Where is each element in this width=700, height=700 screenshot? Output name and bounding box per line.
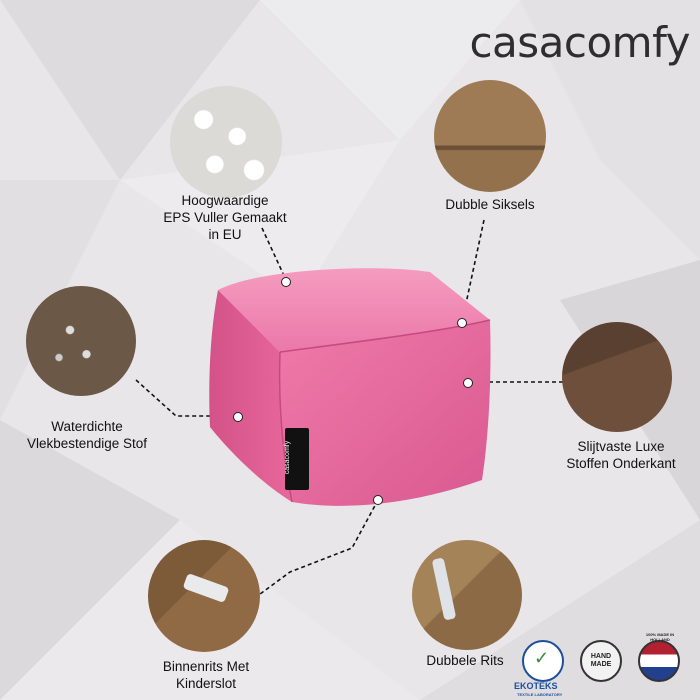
connector-dot-stitch <box>457 318 467 328</box>
holland-badge: 100% MADE IN HOLLAND <box>638 632 680 682</box>
waterproof-label: Waterdichte Vlekbestendige Stof <box>26 419 148 451</box>
inner-zip-image <box>148 540 260 652</box>
connector-dot-bottom <box>463 378 473 388</box>
brand-logo: casacomfy <box>469 18 690 67</box>
double-zip-label: Dubbele Rits <box>426 653 504 668</box>
ekoteks-sublabel: TEXTILE LABORATORY <box>517 692 563 697</box>
handmade-badge: HAND MADE <box>580 640 622 682</box>
eps-filler-image <box>170 86 282 198</box>
double-stitch-image <box>434 80 546 192</box>
eps-filler-label: Hoogwaardige EPS Vuller Gemaakt in EU <box>163 193 287 242</box>
holland-label: 100% MADE IN HOLLAND <box>645 632 675 642</box>
waterproof-fabric-image <box>26 286 136 396</box>
ekoteks-check-icon: ✓ <box>534 648 550 668</box>
connector-dot-waterproof <box>233 412 243 422</box>
bottom-fabric-label: Slijtvaste Luxe Stoffen Onderkant <box>566 439 676 471</box>
double-zip-image <box>412 540 522 650</box>
ekoteks-badge: ✓ <box>522 640 564 682</box>
double-stitch-label: Dubble Siksels <box>445 197 535 212</box>
ekoteks-label: EKOTEKS <box>514 681 558 691</box>
connector-dot-zip <box>373 495 383 505</box>
product-tag: casacomfy <box>284 428 309 490</box>
product-tag-text: casacomfy <box>284 440 292 475</box>
bottom-fabric-image <box>562 322 672 432</box>
connector-dot-filler <box>281 277 291 287</box>
inner-zip-label: Binnenrits Met Kinderslot <box>162 659 250 691</box>
handmade-label: HAND MADE <box>590 653 612 668</box>
pouf-cube <box>209 268 491 506</box>
